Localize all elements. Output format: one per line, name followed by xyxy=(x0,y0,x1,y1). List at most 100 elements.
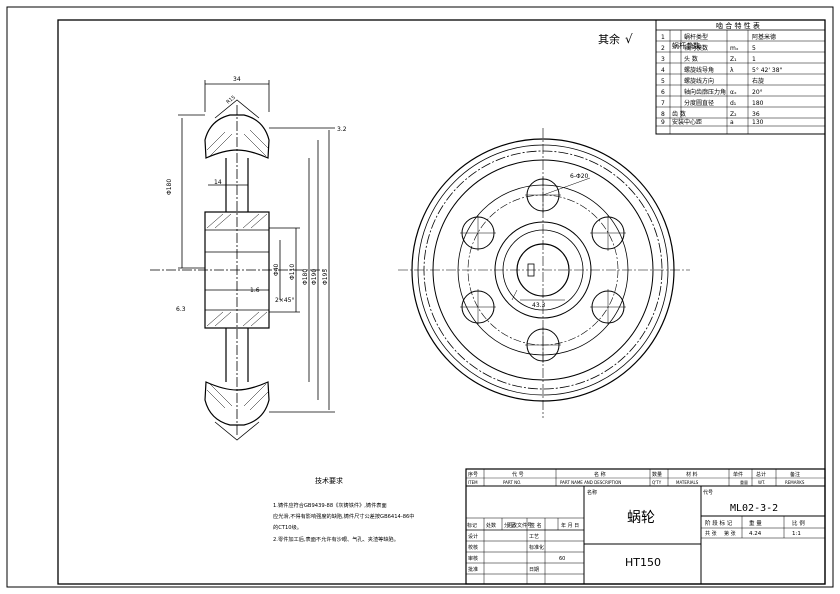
dim-chamfer: 2×45° xyxy=(275,297,294,304)
tb-role-date: 日期 xyxy=(529,567,539,573)
dim-holes: 6-Φ20 xyxy=(570,173,589,180)
tb-rev-zone: 分 区 xyxy=(504,522,516,529)
tb-code: 代 号 xyxy=(512,471,524,478)
tb-rev-mark: 标记 xyxy=(467,522,477,529)
dim-throat: R15 xyxy=(225,95,236,106)
param-table-title: 啮 合 特 性 表 xyxy=(716,21,760,30)
param-cell-name: 安装中心距 xyxy=(672,118,702,126)
tb-material: HT150 xyxy=(625,556,661,569)
dim-d-tip: Φ190 xyxy=(311,269,318,285)
tb-drawing-name-label: 名称 xyxy=(587,489,597,496)
param-cell-val: 36 xyxy=(752,111,760,118)
tb-qty-en: Q'TY xyxy=(652,480,662,485)
param-cell-val: 180 xyxy=(752,100,764,107)
tb-sheet-label: 共 张 xyxy=(705,530,717,537)
section-dimensions: 34 14 Φ180 3.2 Φ195 Φ190 Φ180 Φ110 Φ40 2… xyxy=(166,76,347,313)
tb-weight-label: 重 量 xyxy=(749,519,762,527)
dim-d-pitch: Φ180 xyxy=(302,269,309,285)
title-block-text: 序号 ITEM 代 号 PART NO. 名 称 PART NAME AND D… xyxy=(467,471,805,573)
tb-role-check: 校核 xyxy=(468,544,478,551)
front-view xyxy=(398,128,690,418)
tb-rev-count: 处数 xyxy=(486,522,496,529)
param-group-1: 蜗杆参数 xyxy=(672,41,700,50)
dim-width: 34 xyxy=(233,76,241,83)
tb-mat-en: MATERIALS xyxy=(676,480,699,485)
tb-mid-value: 60 xyxy=(559,556,565,562)
frame-border xyxy=(57,19,826,585)
param-cell-val: 阿基米德 xyxy=(752,33,776,41)
param-cell-name: 轴向模数 xyxy=(684,44,708,52)
tb-role-design: 设计 xyxy=(468,533,478,540)
param-cell-val: 5° 42' 38" xyxy=(752,67,783,74)
param-cell-no: 6 xyxy=(661,89,665,96)
param-cell-name: 齿 数 xyxy=(672,110,686,118)
rough-a: 3.2 xyxy=(337,126,347,133)
title-block xyxy=(465,468,826,585)
param-cell-val: 130 xyxy=(752,119,764,126)
param-cell-sym: mₓ xyxy=(730,45,739,52)
tb-drawing-name: 蜗轮 xyxy=(627,510,655,526)
param-cell-sym: d₁ xyxy=(730,100,737,107)
tb-scale: 1:1 xyxy=(792,531,801,537)
param-cell-no: 3 xyxy=(661,56,665,63)
tech-requirements: 技术要求 1.铸件应符合GB9439-88《灰铸铁件》,铸件表面 应光滑,不得有… xyxy=(273,476,415,543)
tb-code-en: PART NO. xyxy=(503,480,521,485)
param-cell-no: 1 xyxy=(661,34,665,41)
tech-req-line-3: 的CT10级。 xyxy=(273,523,302,531)
param-cell-no: 4 xyxy=(661,67,665,74)
tech-req-line-1: 1.铸件应符合GB9439-88《灰铸铁件》,铸件表面 xyxy=(273,501,387,509)
roughness-mark: √ xyxy=(625,32,633,46)
tb-seq: 序号 xyxy=(468,471,478,478)
tb-rev-doc: 更改文件号 xyxy=(507,522,532,529)
tb-rev-date: 年 月 日 xyxy=(561,522,579,529)
tb-sheet-no: 第 张 xyxy=(724,530,736,537)
dim-d-hub: Φ110 xyxy=(289,264,296,280)
tech-req-title: 技术要求 xyxy=(315,476,343,485)
param-cell-sym: αₓ xyxy=(730,89,737,96)
rough-b: 6.3 xyxy=(176,306,186,313)
tb-qty: 数量 xyxy=(652,471,662,478)
param-cell-name: 分度圆直径 xyxy=(684,99,714,107)
param-cell-sym: λ xyxy=(730,67,734,74)
tb-rev-sign: 签 名 xyxy=(530,522,542,529)
tb-weight: 4.24 xyxy=(749,531,762,537)
tb-scale-label: 比 例 xyxy=(792,519,805,527)
tb-name-en: PART NAME AND DESCRIPTION xyxy=(560,480,621,485)
tb-mat: 材 料 xyxy=(686,471,698,478)
tb-note-en: REMARKS xyxy=(785,480,805,485)
param-cell-name: 头 数 xyxy=(684,55,698,63)
sheet-border xyxy=(6,6,834,588)
param-cell-sym: Z₁ xyxy=(730,56,737,63)
tb-drawing-code: ML02-3-2 xyxy=(730,503,778,514)
dim-keyway: 43.3 xyxy=(532,302,546,309)
tb-name: 名 称 xyxy=(594,471,606,478)
rough-c: 1.6 xyxy=(250,287,260,294)
dim-d-outer: Φ195 xyxy=(322,269,329,285)
dim-d-bore: Φ40 xyxy=(273,263,280,276)
param-cell-name: 螺旋线导角 xyxy=(684,66,714,74)
tb-wt-label: 重量 xyxy=(740,479,748,485)
front-dimensions: 6-Φ20 43.3 xyxy=(532,173,589,309)
section-view xyxy=(150,80,335,441)
tb-stage-label: 阶 段 标 记 xyxy=(705,519,733,527)
roughness-note: 其余 xyxy=(598,32,620,46)
param-cell-no: 5 xyxy=(661,78,665,85)
dim-hub-len: 14 xyxy=(214,179,222,186)
tb-code-label: 代号 xyxy=(703,489,713,496)
param-cell-no: 2 xyxy=(661,45,665,52)
tb-role-review: 审核 xyxy=(468,555,478,562)
param-cell-sym: a xyxy=(730,119,734,126)
param-cell-no: 7 xyxy=(661,100,665,107)
param-cell-sym: Z₂ xyxy=(730,111,737,118)
param-cell-val: 右旋 xyxy=(752,77,764,85)
tb-unit-wt: 单件 xyxy=(733,471,743,478)
param-cell-name: 轴向齿廓压力角 xyxy=(684,88,726,96)
section-hatch xyxy=(206,129,269,411)
param-cell-name: 蜗杆类型 xyxy=(684,33,708,41)
tb-wt-en: WT. xyxy=(758,480,765,485)
tb-total-wt: 总计 xyxy=(756,471,766,478)
param-cell-val: 5 xyxy=(752,45,756,52)
